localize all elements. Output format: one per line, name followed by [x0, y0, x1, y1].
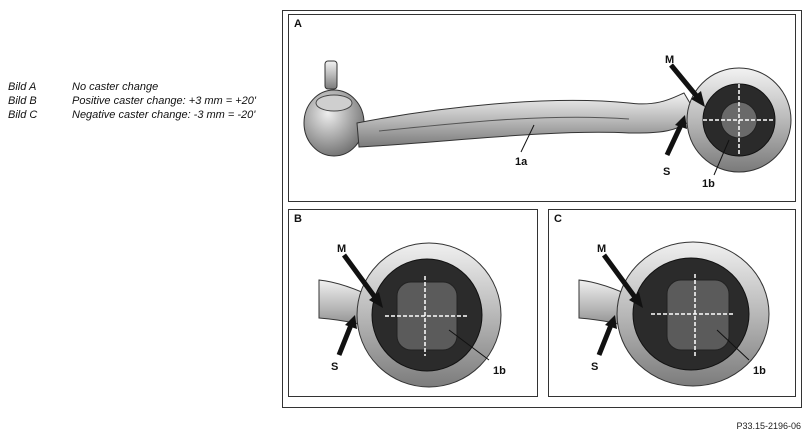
legend-row-c: Bild C Negative caster change: -3 mm = -…: [8, 108, 268, 122]
arrow-m-head: [369, 292, 383, 308]
label-m: M: [665, 54, 674, 66]
arrow-s-head: [605, 315, 617, 329]
arrow-s: [664, 123, 684, 157]
bushing-core: [666, 279, 730, 351]
legend-row-a: Bild A No caster change: [8, 80, 268, 94]
arrow-s: [596, 324, 614, 356]
arrow-m-head: [691, 91, 705, 107]
label-1a: 1a: [515, 156, 528, 168]
arrow-m-head: [629, 292, 643, 308]
arrow-m: [341, 253, 380, 302]
panel-a: A: [288, 14, 796, 202]
bushing-detail-positive: M S 1b: [318, 242, 506, 388]
panel-c: C M S 1b: [548, 209, 796, 397]
legend-text: No caster change: [72, 81, 159, 93]
arrow-s: [336, 324, 354, 356]
leader-1b: [716, 329, 750, 361]
label-s: S: [331, 361, 338, 373]
legend-key: Bild B: [8, 95, 37, 107]
panel-letter: C: [554, 213, 562, 225]
label-m: M: [597, 243, 606, 255]
legend-text: Negative caster change: -3 mm = -20': [72, 109, 256, 121]
legend-key: Bild A: [8, 81, 37, 93]
label-1b: 1b: [753, 365, 766, 377]
ball-stud: [324, 60, 338, 90]
label-s: S: [663, 166, 670, 178]
panel-letter: B: [294, 213, 302, 225]
leader-1b: [713, 139, 730, 176]
arrow-m: [601, 253, 640, 302]
ball-joint-boot: [315, 94, 353, 112]
arrow-m: [669, 63, 701, 101]
legend: Bild A No caster change Bild B Positive …: [8, 80, 268, 122]
legend-text: Positive caster change: +3 mm = +20': [72, 95, 257, 107]
panel-letter: A: [294, 18, 302, 30]
figure-code: P33.15-2196-06: [736, 421, 801, 431]
legend-row-b: Bild B Positive caster change: +3 mm = +…: [8, 94, 268, 108]
arrow-s-head: [675, 115, 687, 129]
arm-rib: [378, 116, 630, 132]
label-m: M: [337, 243, 346, 255]
label-1b: 1b: [702, 178, 715, 190]
bushing-detail-negative: M S 1b: [578, 241, 770, 387]
panel-b: B M S 1b: [288, 209, 538, 397]
label-s: S: [591, 361, 598, 373]
leader-1b: [448, 329, 490, 361]
label-1b: 1b: [493, 365, 506, 377]
legend-key: Bild C: [8, 109, 38, 121]
leader-1a: [520, 124, 535, 153]
arrow-s-head: [345, 315, 357, 329]
figure-frame: [282, 10, 802, 408]
control-arm-illustration: M S 1a 1b: [303, 54, 792, 190]
